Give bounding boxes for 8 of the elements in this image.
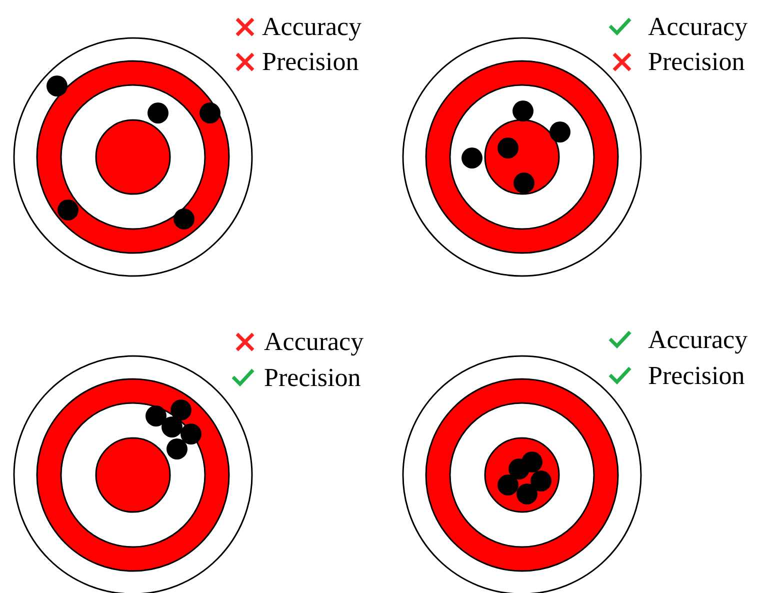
label-text: Precision [262,47,359,77]
label-text: Accuracy [648,12,748,42]
label-text: Accuracy [262,12,362,42]
label-text: Accuracy [648,325,748,355]
label-text: Precision [648,47,745,77]
label-text: Precision [648,361,745,391]
label-text: Precision [264,363,361,393]
label-text: Accuracy [264,327,364,357]
